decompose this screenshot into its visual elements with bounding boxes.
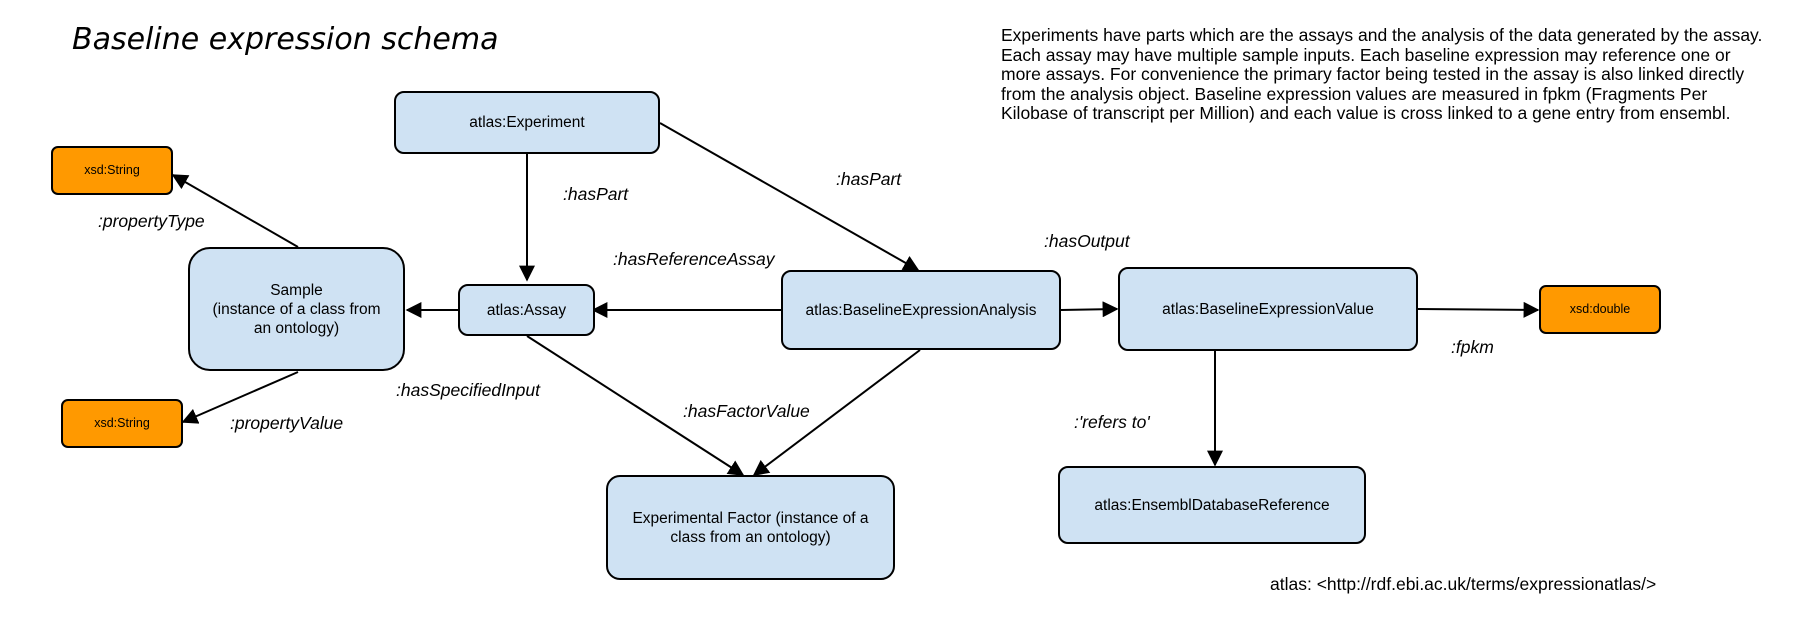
namespace-note: atlas: <http://rdf.ebi.ac.uk/terms/expre… xyxy=(1270,574,1657,594)
sample-subtitle: (instance of a class from an ontology) xyxy=(212,300,381,337)
edge-value-double xyxy=(1417,301,1540,318)
sample-title: Sample xyxy=(270,281,323,299)
description-text: Experiments have parts which are the ass… xyxy=(1001,25,1763,123)
literal-string-value: xsd:String xyxy=(61,399,183,448)
node-value: atlas:BaselineExpressionValue xyxy=(1118,267,1418,351)
node-ensembl: atlas:EnsemblDatabaseReference xyxy=(1058,466,1366,544)
literal-double: xsd:double xyxy=(1539,285,1661,334)
diagram-title: Baseline expression schema xyxy=(72,22,499,57)
node-sample: Sample (instance of a class from an onto… xyxy=(188,247,405,371)
edge-assay-factor xyxy=(526,335,745,476)
node-analysis: atlas:BaselineExpressionAnalysis xyxy=(781,270,1061,350)
label-property-value: :propertyValue xyxy=(230,413,344,433)
node-assay: atlas:Assay xyxy=(458,284,595,336)
label-has-reference-assay: :hasReferenceAssay xyxy=(613,249,775,269)
label-has-part-assay: :hasPart xyxy=(563,184,629,204)
edge-analysis-factor xyxy=(752,349,921,476)
edge-experiment-analysis xyxy=(659,122,920,271)
edge-analysis-value xyxy=(1060,301,1119,318)
label-has-specified-input: :hasSpecifiedInput xyxy=(396,380,540,400)
node-factor: Experimental Factor (instance of a class… xyxy=(606,475,895,580)
label-has-output: :hasOutput xyxy=(1044,231,1130,251)
node-experiment: atlas:Experiment xyxy=(394,91,660,154)
label-has-part-analysis: :hasPart xyxy=(836,169,902,189)
label-property-type: :propertyType xyxy=(98,211,205,231)
label-has-factor-value: :hasFactorValue xyxy=(683,401,810,421)
label-fpkm: :fpkm xyxy=(1451,337,1494,357)
edge-sample-string-value xyxy=(181,371,299,424)
literal-string-type: xsd:String xyxy=(51,146,173,195)
edge-sample-string-type xyxy=(171,174,299,248)
label-refers-to: :'refers to' xyxy=(1074,412,1150,432)
